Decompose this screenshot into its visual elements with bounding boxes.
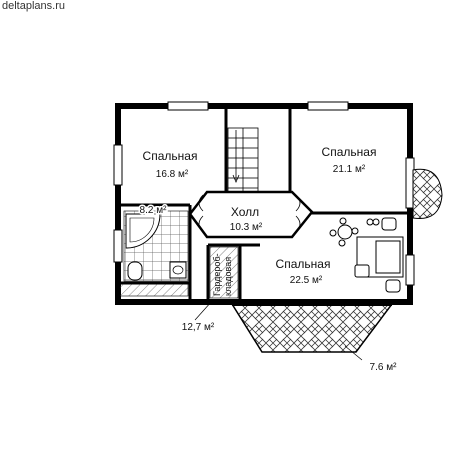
room-4-area: 22.5 м² [290,275,323,286]
bay-window [412,168,443,220]
interior-walls [118,106,410,300]
furniture [329,217,404,293]
room-2-area: 21.1 м² [333,164,366,175]
site-watermark: deltaplans.ru [2,0,65,12]
hall-outline [188,190,314,239]
stairs [227,127,259,199]
room-3-name: Холл [231,205,259,219]
room-1-name: Спальная [143,149,198,163]
bath-area-label: 8.2 м² [140,205,168,216]
balcony-area-label: 12,7 м² [182,322,215,333]
terrace-area-label: 7.6 м² [370,362,398,373]
wardrobe-label-1: Гардероб- [212,253,222,296]
room-1-area: 16.8 м² [156,169,189,180]
wardrobe-label-2: кладовая [223,257,233,296]
room-4-name: Спальная [276,257,331,271]
terrace [230,303,394,353]
room-3-area: 10.3 м² [230,222,263,233]
wardrobe-area [209,246,239,299]
room-2-name: Спальная [322,145,377,159]
bathroom [119,210,189,297]
